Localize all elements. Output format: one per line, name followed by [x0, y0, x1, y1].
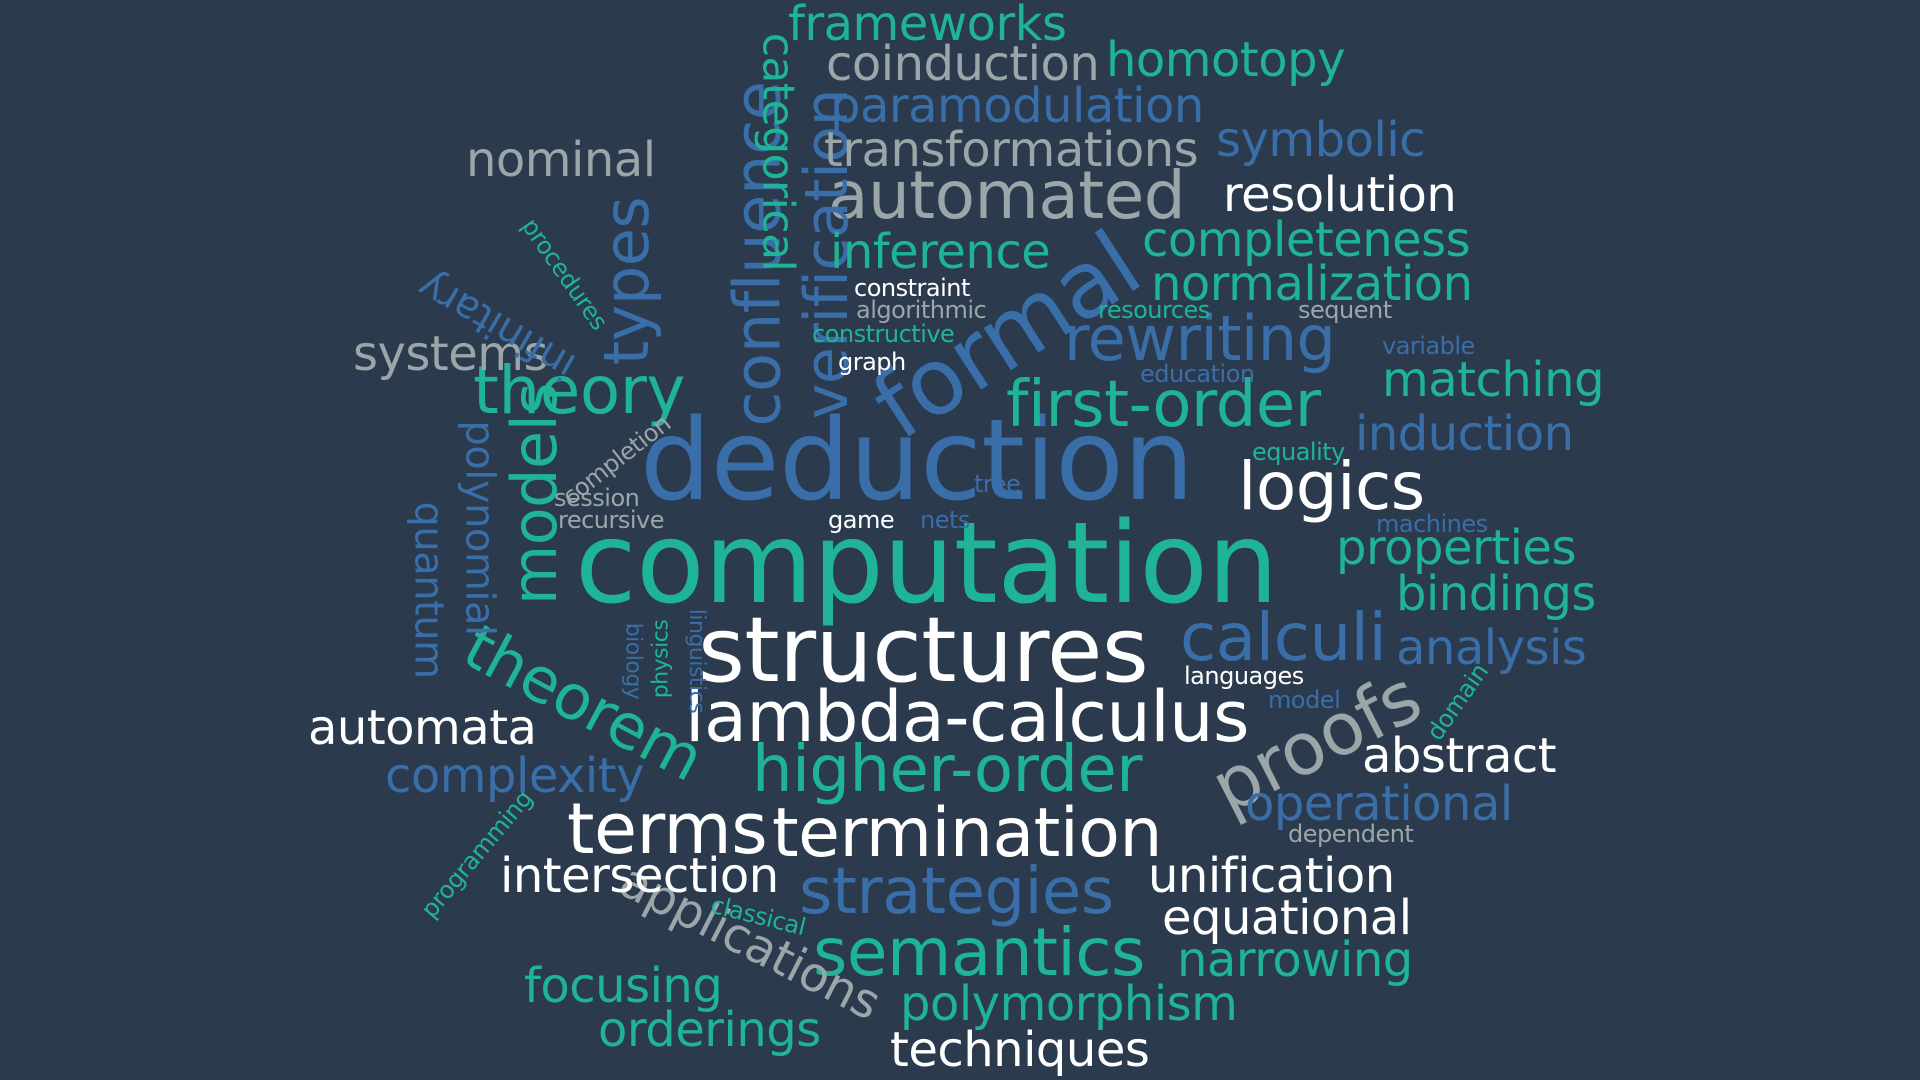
word-calculi: calculi: [1180, 599, 1387, 676]
word-algorithmic: algorithmic: [856, 296, 987, 324]
word-deduction: deduction: [640, 396, 1194, 526]
word-normalization: normalization: [1151, 256, 1473, 312]
word-physics: physics: [648, 619, 674, 699]
word-orderings: orderings: [598, 1002, 821, 1058]
word-nominal: nominal: [466, 132, 656, 188]
word-matching: matching: [1382, 352, 1605, 408]
word-coinduction: coinduction: [826, 36, 1100, 92]
word-sequent: sequent: [1298, 296, 1392, 324]
word-session: session: [554, 484, 640, 512]
word-quantum: quantum: [405, 501, 452, 679]
word-higher-order: higher-order: [752, 733, 1143, 807]
word-resources: resources: [1098, 296, 1210, 324]
word-symbolic: symbolic: [1216, 112, 1426, 168]
word-terms: terms: [567, 788, 768, 870]
word-inference: inference: [830, 224, 1051, 280]
word-languages: languages: [1184, 662, 1304, 690]
word-tree: tree: [974, 470, 1021, 498]
word-theory: theory: [473, 352, 685, 429]
word-machines: machines: [1376, 510, 1488, 538]
word-intersection: intersection: [500, 848, 779, 904]
word-biology: biology: [620, 622, 646, 700]
word-structures: structures: [698, 598, 1149, 703]
word-types: types: [590, 196, 664, 366]
word-polymorphism: polymorphism: [900, 976, 1238, 1032]
word-completeness: completeness: [1142, 212, 1471, 268]
word-focusing: focusing: [524, 958, 723, 1014]
word-systems: systems: [353, 326, 549, 382]
word-induction: induction: [1355, 406, 1574, 462]
word-termination: termination: [772, 794, 1162, 873]
word-model: model: [1268, 686, 1341, 714]
word-complexity: complexity: [385, 748, 644, 804]
word-semantics: semantics: [813, 914, 1145, 991]
word-paramodulation: paramodulation: [830, 78, 1204, 134]
word-variable: variable: [1382, 332, 1475, 360]
word-linguistics: linguistics: [684, 608, 710, 714]
word-education: education: [1140, 360, 1255, 388]
word-automated: automated: [828, 157, 1186, 234]
word-frameworks: frameworks: [788, 0, 1067, 52]
word-graph: graph: [838, 348, 906, 376]
word-game: game: [828, 506, 895, 534]
word-operational: operational: [1245, 776, 1513, 832]
word-constructive: constructive: [812, 320, 955, 348]
word-recursive: recursive: [558, 506, 665, 534]
word-computation: computation: [575, 499, 1278, 629]
word-techniques: techniques: [890, 1022, 1150, 1078]
word-automata: automata: [308, 700, 537, 756]
word-equality: equality: [1252, 438, 1345, 466]
word-equational: equational: [1162, 890, 1412, 946]
word-polynomial: polynomial: [456, 420, 503, 636]
word-logics: logics: [1238, 448, 1425, 525]
word-abstract: abstract: [1362, 728, 1557, 784]
word-properties: properties: [1336, 520, 1576, 576]
word-strategies: strategies: [799, 855, 1114, 929]
word-constraint: constraint: [854, 274, 970, 302]
word-transformations: transformations: [824, 122, 1199, 178]
word-homotopy: homotopy: [1106, 32, 1345, 88]
word-narrowing: narrowing: [1177, 932, 1413, 988]
word-resolution: resolution: [1223, 167, 1457, 223]
word-rewriting: rewriting: [1064, 302, 1336, 375]
word-unification: unification: [1148, 848, 1395, 904]
word-first-order: first-order: [1006, 368, 1321, 442]
word-analysis: analysis: [1396, 620, 1587, 676]
word-categorical: categorical: [752, 32, 804, 272]
word-nets: nets: [920, 506, 970, 534]
word-lambda-calculus: lambda-calculus: [685, 676, 1250, 758]
word-bindings: bindings: [1396, 566, 1596, 622]
word-dependent: dependent: [1288, 820, 1414, 848]
